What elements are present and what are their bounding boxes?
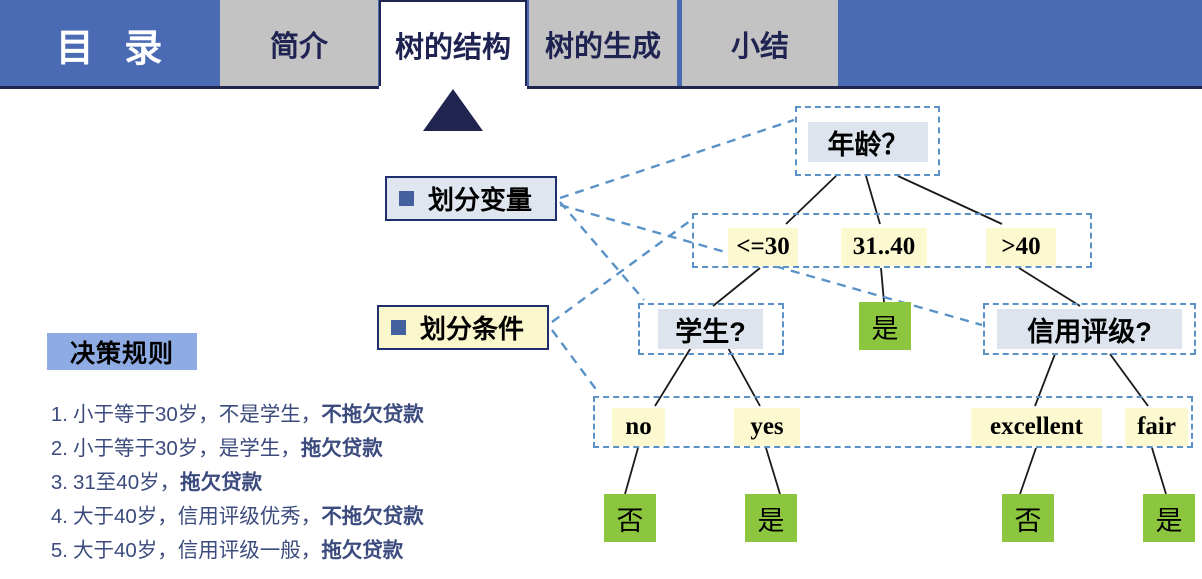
rule-text: 大于40岁，信用评级优秀， [73, 505, 322, 528]
rules-list: 1. 小于等于30岁，不是学生， 不拖欠贷款 2. 小于等于30岁，是学生， 拖… [42, 400, 562, 570]
tab-shudeshengcheng-label: 树的生成 [544, 31, 661, 63]
top-navigation-bar: 目 录 简介 树的结构 树的生成 小结 [0, 0, 1202, 131]
tree-leaf-student-no-result-label: 否 [616, 505, 644, 536]
tree-condition-age-gt40[interactable]: >40 [986, 228, 1056, 266]
legend-split-variable[interactable]: 划分变量 [385, 176, 557, 221]
tab-xiaojie[interactable]: 小结 [682, 0, 838, 88]
rule-emphasis: 拖欠贷款 [321, 539, 404, 562]
tree-leaf-student-yes-result[interactable]: 是 [745, 494, 797, 542]
tree-leaf-credit-excellent-result-label: 否 [1014, 505, 1042, 536]
tree-condition-student-no[interactable]: no [612, 408, 665, 446]
tab-jianjie[interactable]: 简介 [220, 0, 378, 88]
tree-condition-age-31to40[interactable]: 31..40 [841, 228, 927, 266]
tree-leaf-age-31to40-yes[interactable]: 是 [859, 302, 911, 350]
tree-condition-student-yes[interactable]: yes [734, 408, 800, 446]
rule-emphasis: 不拖欠贷款 [321, 403, 424, 426]
active-tab-underline-gap [379, 86, 527, 90]
tree-condition-student-yes-label: yes [750, 413, 784, 440]
rule-emphasis: 拖欠贷款 [180, 471, 263, 494]
legend-split-condition-label: 划分条件 [420, 314, 525, 344]
rule-number: 4. [50, 505, 68, 528]
rule-item: 2. 小于等于30岁，是学生， 拖欠贷款 [42, 434, 562, 464]
group-box-credit-variable [983, 303, 1196, 355]
rule-item: 5. 大于40岁，信用评级一般， 拖欠贷款 [42, 536, 562, 566]
tree-condition-credit-fair-label: fair [1137, 413, 1176, 440]
tree-node-student-label: 学生? [675, 316, 746, 347]
tree-leaf-student-yes-result-label: 是 [757, 505, 785, 536]
tree-node-credit-rating[interactable]: 信用评级? [997, 309, 1182, 349]
legend-split-variable-label: 划分变量 [428, 185, 533, 215]
rule-text: 小于等于30岁，是学生， [73, 437, 301, 460]
rule-item: 4. 大于40岁，信用评级优秀， 不拖欠贷款 [42, 502, 562, 532]
tab-shudejiegou[interactable]: 树的结构 [379, 0, 527, 88]
tab-shudeshengcheng[interactable]: 树的生成 [529, 0, 677, 88]
legend-bullet-icon [399, 191, 414, 206]
tree-condition-age-gt40-label: >40 [1001, 233, 1041, 260]
rule-number: 3. [50, 471, 68, 494]
rule-emphasis: 不拖欠贷款 [321, 505, 424, 528]
tree-leaf-age-31to40-yes-label: 是 [871, 313, 899, 344]
rule-item: 3. 31至40岁， 拖欠贷款 [42, 468, 562, 498]
rule-text: 31至40岁， [73, 471, 181, 494]
tree-condition-age-le30-label: <=30 [736, 233, 790, 260]
tab-xiaojie-label: 小结 [730, 31, 789, 63]
legend-bullet-icon [391, 320, 406, 335]
group-box-root-variable [795, 106, 940, 176]
tab-shudejiegou-label: 树的结构 [394, 32, 511, 64]
rules-panel-title-label: 决策规则 [69, 339, 174, 368]
rules-panel-title: 决策规则 [47, 333, 197, 370]
legend-split-condition[interactable]: 划分条件 [377, 305, 549, 350]
nav-home-button[interactable]: 目 录 [0, 0, 218, 88]
tree-condition-credit-excellent[interactable]: excellent [971, 408, 1102, 446]
rule-emphasis: 拖欠贷款 [300, 437, 383, 460]
rule-text: 大于40岁，信用评级一般， [73, 539, 322, 562]
rule-item: 1. 小于等于30岁，不是学生， 不拖欠贷款 [42, 400, 562, 430]
active-tab-pointer-icon [423, 89, 483, 131]
rule-number: 2. [50, 437, 68, 460]
rule-text: 小于等于30岁，不是学生， [73, 403, 322, 426]
rule-number: 5. [50, 539, 68, 562]
rule-number: 1. [50, 403, 68, 426]
tree-condition-age-le30[interactable]: <=30 [728, 228, 798, 266]
tree-node-age[interactable]: 年龄？ [808, 122, 928, 162]
tree-leaf-credit-fair-result[interactable]: 是 [1143, 494, 1195, 542]
tab-jianjie-label: 简介 [269, 31, 328, 63]
group-box-conditions-level2 [593, 396, 1193, 448]
tree-node-age-label: 年龄？ [827, 129, 909, 160]
group-box-conditions-level1 [692, 213, 1092, 268]
tree-leaf-credit-excellent-result[interactable]: 否 [1002, 494, 1054, 542]
group-box-student-variable [638, 303, 784, 355]
tree-condition-credit-fair[interactable]: fair [1125, 408, 1188, 446]
tree-node-credit-rating-label: 信用评级? [1027, 316, 1152, 347]
tree-condition-student-no-label: no [625, 413, 652, 440]
nav-home-label: 目 录 [55, 27, 173, 70]
tree-leaf-student-no-result[interactable]: 否 [604, 494, 656, 542]
navbar-underline [0, 86, 1202, 89]
tree-leaf-credit-fair-result-label: 是 [1155, 505, 1183, 536]
tree-condition-age-31to40-label: 31..40 [852, 233, 916, 260]
tree-node-student[interactable]: 学生? [658, 309, 763, 349]
tree-condition-credit-excellent-label: excellent [989, 413, 1083, 440]
